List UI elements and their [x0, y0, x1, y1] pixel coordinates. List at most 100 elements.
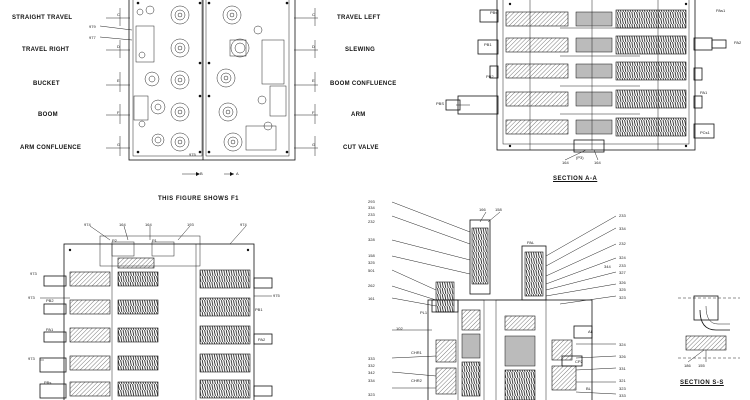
label-travel-right: TRAVEL RIGHT: [22, 47, 70, 53]
port-label: AL: [588, 329, 593, 334]
part-number: 973: [28, 356, 35, 361]
part-number: 334: [619, 226, 626, 231]
section-bb-drawing: [39, 225, 273, 400]
section-aa-drawing: [445, 0, 727, 161]
port-label: PB2: [486, 74, 494, 79]
port-label: PBS: [436, 101, 445, 106]
top-valve-body: [99, 0, 318, 176]
port-label: PA2: [734, 40, 742, 45]
port-label: PL1: [420, 310, 428, 315]
port-label: PB1: [484, 42, 492, 47]
part-number: 186: [684, 363, 691, 368]
port-label: PCs1: [700, 130, 710, 135]
part-number: 323: [368, 392, 375, 397]
marker-c-right: C: [312, 12, 315, 17]
part-number: 293: [368, 199, 375, 204]
port-label: CP2: [575, 359, 583, 364]
part-number: 102: [396, 326, 403, 331]
label-arm-confluence: ARM CONFLUENCE: [20, 145, 82, 151]
part-number: 324: [619, 255, 626, 260]
part-number: 323: [619, 295, 626, 300]
port-label: PBs: [44, 380, 52, 385]
label-slewing: SLEWING: [345, 47, 376, 53]
part-number: 975: [273, 293, 280, 298]
part-number: 233: [368, 212, 375, 217]
part-number: 233: [619, 213, 626, 218]
port-label: PA1: [700, 90, 708, 95]
figure-caption: THIS FIGURE SHOWS F1: [158, 196, 240, 202]
label-boom-confluence: BOOM CONFLUENCE: [330, 81, 397, 87]
part-number: 158: [368, 253, 375, 258]
part-number: 324: [619, 342, 626, 347]
marker-g-right: G: [312, 142, 316, 147]
label-boom: BOOM: [38, 112, 58, 118]
marker-b-bottom: B: [200, 171, 203, 176]
part-number: 262: [368, 283, 375, 288]
section-ss-drawing: [678, 295, 740, 363]
part-number: 326: [619, 280, 626, 285]
part-number: 977: [89, 35, 96, 40]
part-number: 158: [495, 207, 502, 212]
part-number: 975: [189, 152, 196, 157]
section-aa-title: SECTION A-A: [553, 176, 598, 182]
part-number: 327: [619, 270, 626, 275]
part-number: 161: [368, 296, 375, 301]
section-ss-title: SECTION S-S: [680, 380, 724, 386]
part-number: 331: [619, 366, 626, 371]
label-travel-left: TRAVEL LEFT: [337, 15, 381, 21]
part-number: 328: [368, 237, 375, 242]
part-number: (P3): [576, 155, 584, 160]
part-number: 323: [619, 386, 626, 391]
section-cc-drawing: [391, 201, 617, 400]
part-number: 501: [368, 268, 375, 273]
part-number: 974: [84, 222, 91, 227]
part-number: 979: [89, 24, 96, 29]
port-label: CHR2: [411, 378, 422, 383]
part-number: 333: [619, 393, 626, 398]
port-label: PAs1: [716, 8, 726, 13]
marker-a-bottom: A: [236, 171, 239, 176]
label-arm: ARM: [351, 112, 366, 118]
part-number: 973: [30, 271, 37, 276]
part-number: 232: [368, 219, 375, 224]
port-label: P2: [112, 238, 117, 243]
part-number: 342: [368, 370, 375, 375]
part-number: 325: [619, 287, 626, 292]
part-number: 164: [562, 160, 569, 165]
marker-d-right: D: [312, 44, 315, 49]
label-straight-travel: STRAIGHT TRAVEL: [12, 15, 73, 21]
part-number: 232: [619, 241, 626, 246]
marker-e-left: E: [117, 78, 120, 83]
port-label: PBs: [490, 10, 498, 15]
label-bucket: BUCKET: [33, 81, 60, 87]
part-number: 155: [698, 363, 705, 368]
marker-d-left: D: [117, 44, 120, 49]
label-cut-valve: CUT VALVE: [343, 145, 379, 151]
part-number: 193: [187, 222, 194, 227]
marker-c-left: C: [117, 12, 120, 17]
part-number: 321: [619, 378, 626, 383]
part-number: 325: [368, 260, 375, 265]
marker-f-right: F: [312, 110, 315, 115]
marker-f-left: F: [117, 110, 120, 115]
port-label: PB1: [255, 307, 263, 312]
port-label: CHR1: [411, 350, 422, 355]
part-number: 333: [368, 356, 375, 361]
port-label: PB2: [46, 298, 54, 303]
part-number: 332: [368, 363, 375, 368]
part-number: 164: [119, 222, 126, 227]
part-number: 233: [619, 263, 626, 268]
port-label: BL: [586, 386, 591, 391]
part-number: 164: [145, 222, 152, 227]
part-number: 326: [619, 354, 626, 359]
marker-e-right: E: [312, 78, 315, 83]
port-label: P1: [152, 238, 157, 243]
part-number: 974: [240, 222, 247, 227]
port-label: PA1: [46, 327, 54, 332]
part-number: 164: [594, 160, 601, 165]
part-number: 334: [368, 205, 375, 210]
part-number: 166: [479, 207, 486, 212]
part-number: 973: [28, 295, 35, 300]
port-label: PA2: [258, 337, 266, 342]
